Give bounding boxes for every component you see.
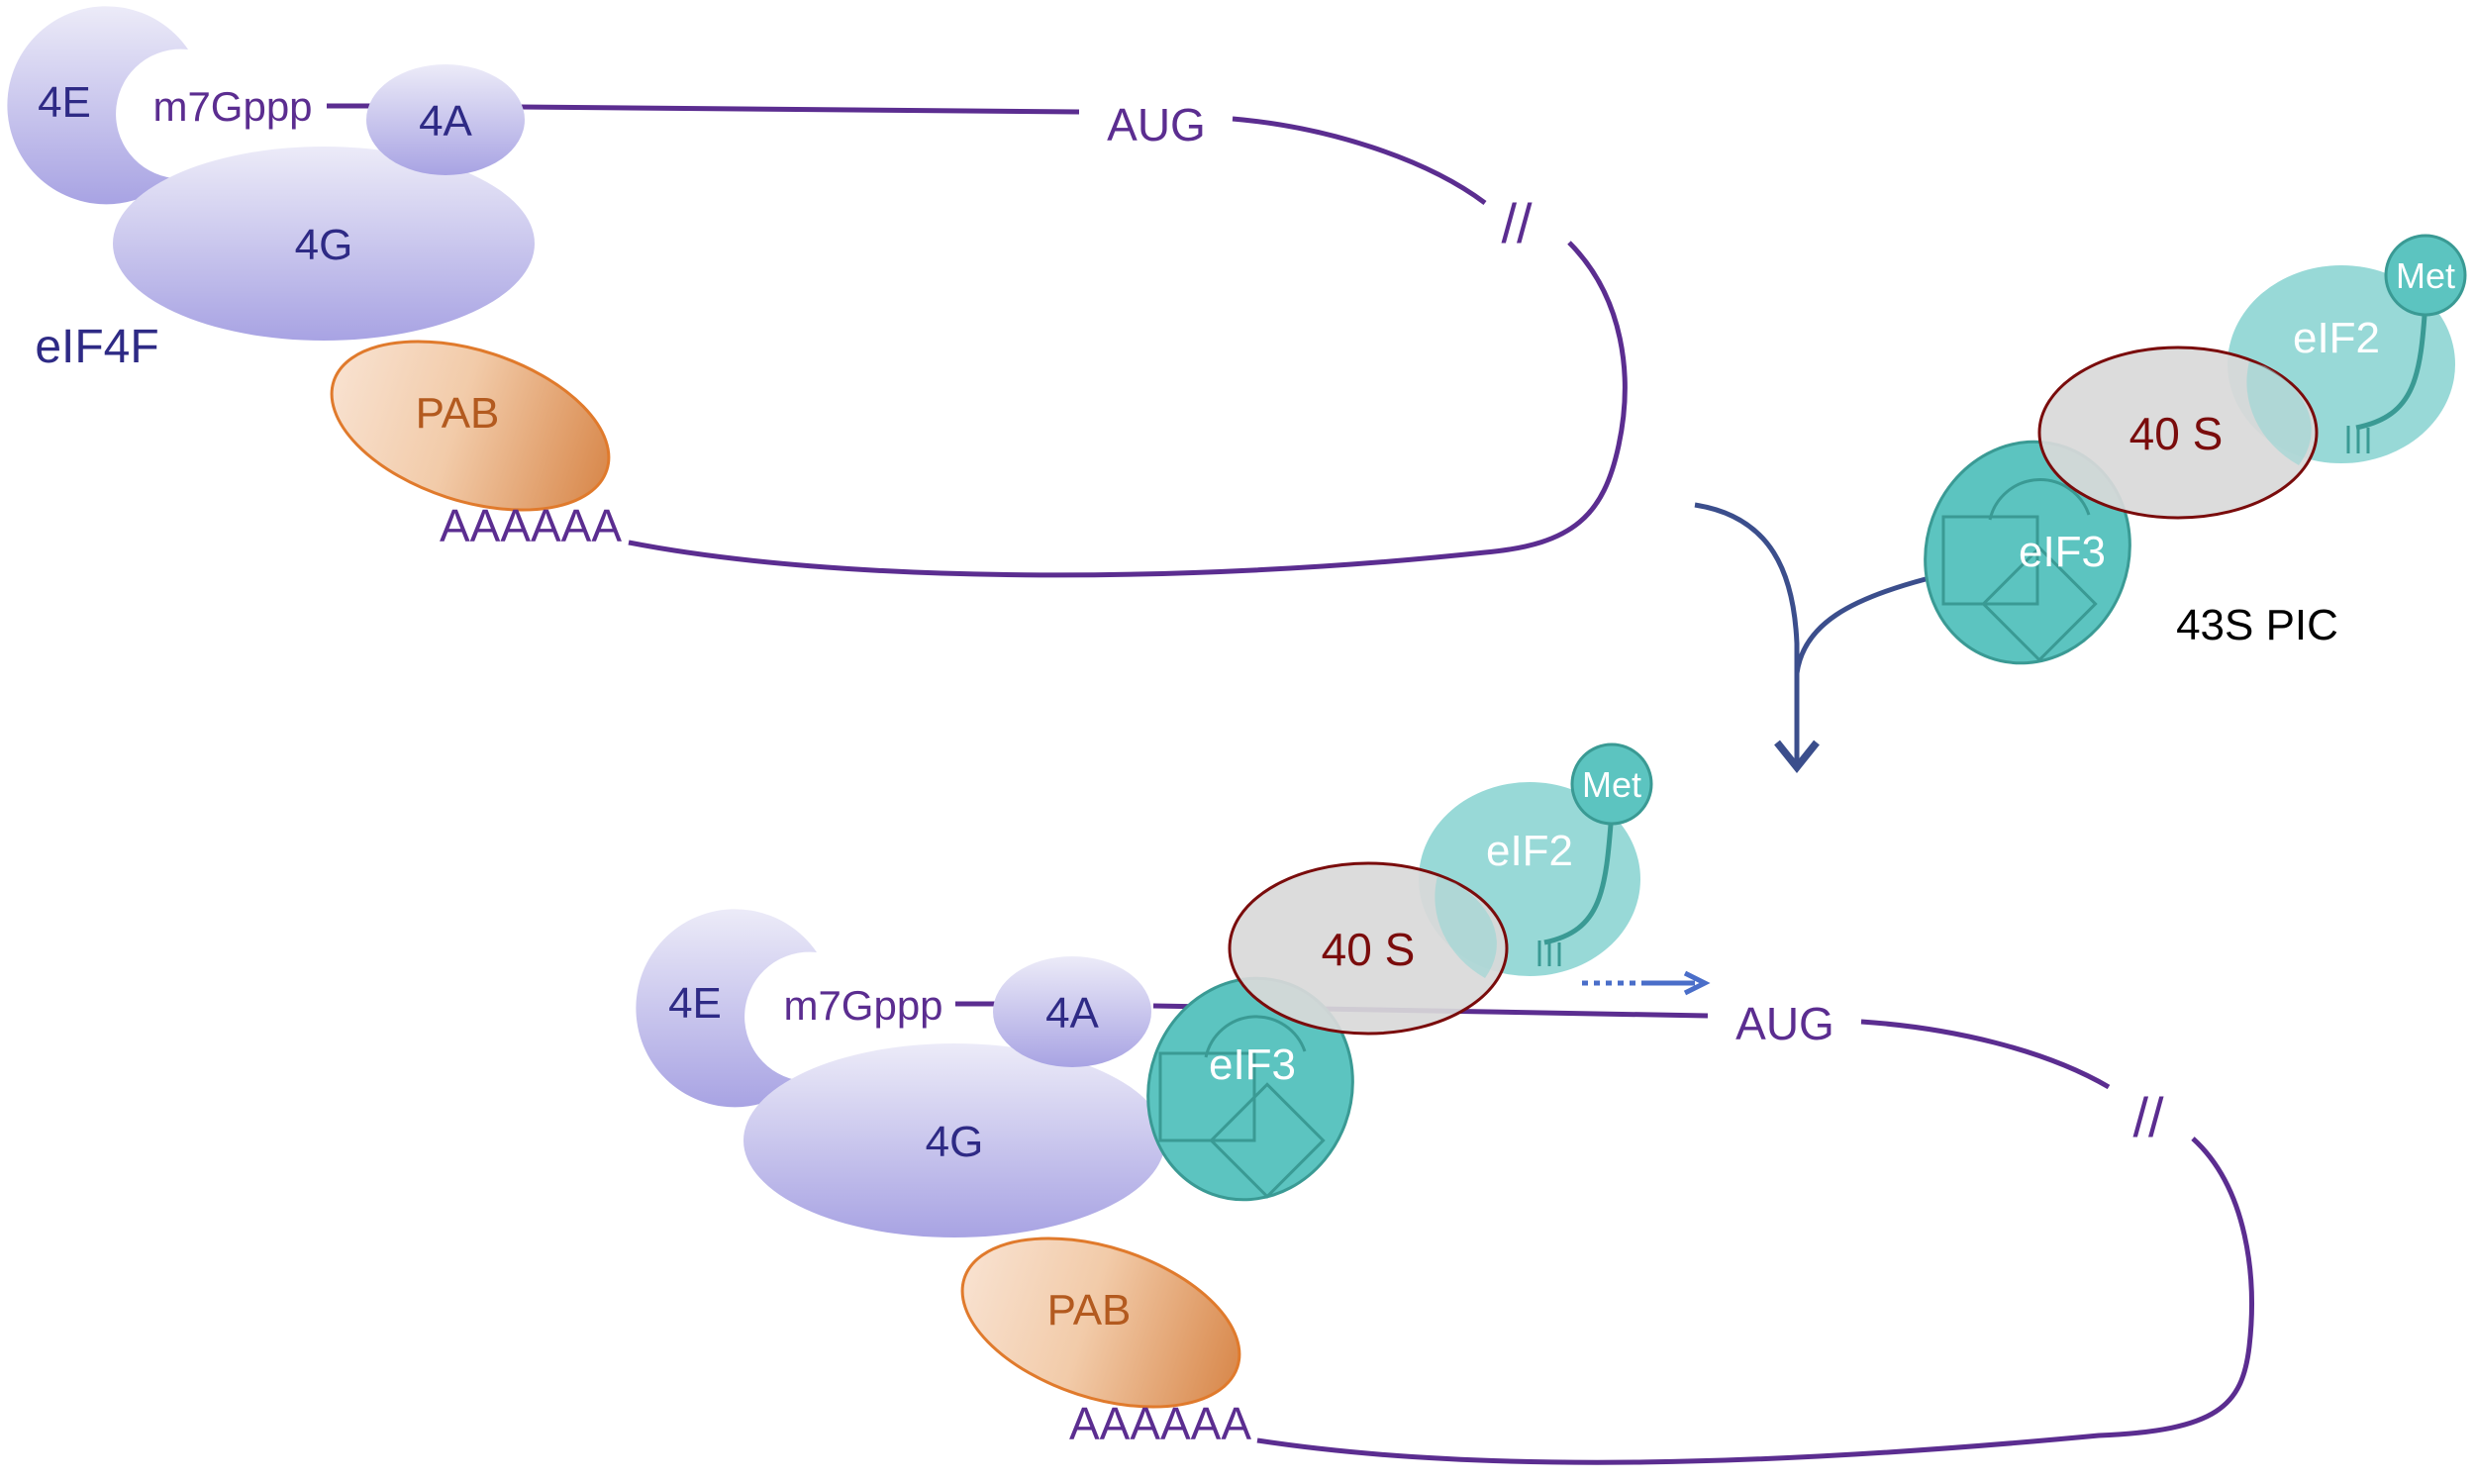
top-mrna-loop xyxy=(628,241,1628,578)
bottom-eif4g-label: 4G xyxy=(926,1118,984,1166)
top-pab-label: PAB xyxy=(416,389,500,438)
bottom-pab-protein xyxy=(960,1237,1241,1409)
top-eif4a-subunit xyxy=(366,64,525,175)
bottom-eif3-label: eIF3 xyxy=(1209,1040,1296,1089)
bottom-eif4a-subunit xyxy=(993,956,1151,1067)
merge-arrow-from-mrna xyxy=(1694,502,1820,774)
pic-met-trna-head xyxy=(2384,234,2467,317)
pic-trna-anticodon xyxy=(2346,426,2370,453)
top-eif4a-label: 4A xyxy=(419,97,472,146)
top-eif4e-label: 4E xyxy=(38,78,91,127)
bottom-break-mark: // xyxy=(2132,1086,2164,1148)
bottom-40s-label: 40 S xyxy=(1322,924,1416,975)
bottom-eif2-label: eIF2 xyxy=(1486,827,1573,875)
top-pab-protein xyxy=(330,340,611,512)
pic-eif3-arc-shape xyxy=(1988,478,2091,521)
top-eif4g-subunit xyxy=(113,147,535,341)
bottom-eif4e-label: 4E xyxy=(668,979,722,1028)
merge-arrow xyxy=(1694,502,1927,774)
bottom-eif3-diamond-shape xyxy=(1209,1082,1326,1199)
bottom-mrna-loop xyxy=(1256,1137,2254,1465)
bottom-trna-anticodon xyxy=(1537,940,1561,966)
scanning-arrow-head xyxy=(1683,970,1711,996)
bottom-cap-label: m7Gppp xyxy=(783,982,942,1029)
top-cap-label: m7Gppp xyxy=(152,83,312,130)
top-break-mark: // xyxy=(1501,192,1533,254)
pic-43s-label: 43S PIC xyxy=(2176,601,2338,649)
bottom-trna-stem xyxy=(1543,811,1615,945)
pic-trna-stem xyxy=(2355,301,2428,431)
bottom-polya-label: AAAAAA xyxy=(1069,1398,1251,1449)
bottom-met-label: Met xyxy=(1582,764,1641,805)
bottom-pab-label: PAB xyxy=(1047,1286,1132,1335)
top-eif4g-label: 4G xyxy=(295,221,353,269)
pic-eif2-overlap-tint xyxy=(2246,361,2312,465)
top-polya-label: AAAAAA xyxy=(440,500,622,551)
pic-met-label: Met xyxy=(2396,255,2455,296)
top-mrna-complex: 4E 4G 4A m7Gppp eIF4F PAB AAAAAA AUG // xyxy=(7,6,1628,578)
bottom-eif4e-subunit xyxy=(636,909,817,1108)
top-start-codon-label: AUG xyxy=(1107,99,1206,150)
top-mrna-5prime-segment xyxy=(519,104,1080,115)
bottom-mrna-complex: 4E 4G 4A m7Gppp PAB AAAAAA eIF3 eIF2 40 … xyxy=(636,742,2254,1465)
bottom-start-codon-label: AUG xyxy=(1735,998,1834,1049)
top-eif4e-subunit xyxy=(7,6,189,205)
pic-eif3-diamond-shape xyxy=(1981,545,2098,662)
bottom-eif3-arc-shape xyxy=(1204,1015,1307,1058)
pic-eif2-label: eIF2 xyxy=(2293,314,2380,362)
bottom-eif2-overlap-tint xyxy=(1435,876,1497,978)
pic-40s-label: 40 S xyxy=(2129,408,2224,459)
bottom-eif4g-subunit xyxy=(743,1043,1165,1237)
merge-arrow-from-pic xyxy=(1794,576,1927,674)
top-eif4f-complex-label: eIF4F xyxy=(35,321,158,373)
pic-eif3-square-shape xyxy=(1941,515,2039,606)
bottom-mrna-after-aug xyxy=(1860,1019,2111,1090)
pic-43s-complex: eIF3 eIF2 40 S Met 43S PIC xyxy=(1924,234,2467,665)
pic-eif3-label: eIF3 xyxy=(2019,528,2106,576)
bottom-eif4a-label: 4A xyxy=(1045,989,1099,1038)
top-mrna-after-aug xyxy=(1232,116,1487,206)
bottom-met-trna-head xyxy=(1570,742,1653,826)
